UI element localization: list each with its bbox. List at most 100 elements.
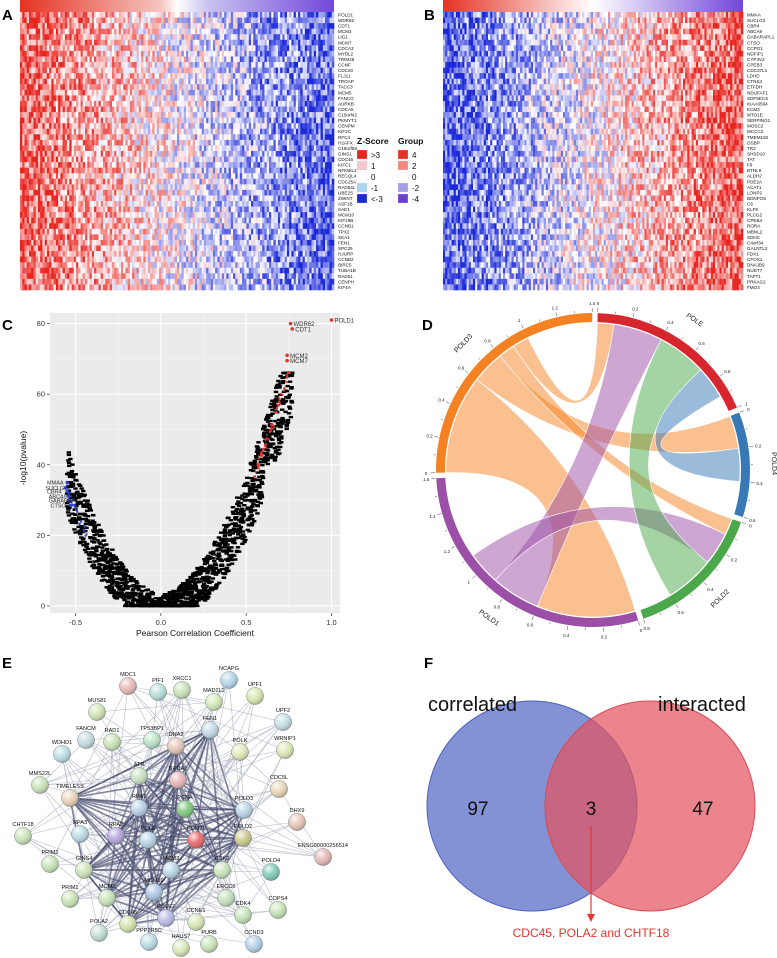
heatmap-cell	[172, 34, 176, 41]
heatmap-cell	[289, 173, 292, 180]
heatmap-cell	[73, 89, 77, 96]
heatmap-cell	[242, 17, 245, 24]
heatmap-cell	[138, 100, 142, 107]
heatmap-cell	[129, 123, 133, 130]
heatmap-cell	[62, 100, 66, 107]
heatmap-cell	[40, 201, 43, 207]
heatmap-cell	[98, 206, 102, 213]
heatmap-cell	[60, 195, 63, 202]
heatmap-cell	[233, 162, 236, 168]
heatmap-cell	[82, 151, 86, 157]
heatmap-cell	[33, 28, 36, 35]
heatmap-cell	[114, 84, 117, 91]
heatmap-cell	[271, 128, 274, 135]
heatmap-cell	[118, 151, 122, 157]
heatmap-cell	[80, 178, 84, 185]
heatmap-cell	[284, 34, 288, 41]
heatmap-cell	[228, 39, 232, 46]
heatmap-cell	[71, 89, 75, 96]
heatmap-cell	[87, 139, 90, 146]
heatmap-cell	[318, 23, 321, 29]
heatmap-cell	[226, 201, 229, 207]
heatmap-cell	[215, 178, 218, 185]
heatmap-cell	[318, 12, 321, 18]
heatmap-cell	[73, 56, 77, 63]
heatmap-cell	[212, 62, 216, 68]
heatmap-cell	[185, 117, 189, 124]
heatmap-cell	[118, 100, 122, 107]
heatmap-cell	[51, 128, 54, 135]
heatmap-cell	[165, 95, 169, 102]
heatmap-cell	[33, 189, 36, 196]
heatmap-cell	[298, 139, 301, 146]
heatmap-cell	[215, 56, 218, 63]
heatmap-cell	[251, 50, 254, 57]
heatmap-cell	[62, 162, 66, 168]
heatmap-cell	[322, 100, 326, 107]
heatmap-cell	[136, 12, 140, 18]
heatmap-cell	[60, 156, 63, 163]
heatmap-cell	[67, 167, 70, 174]
heatmap-cell	[40, 134, 43, 141]
heatmap-cell	[201, 100, 205, 107]
heatmap-cell	[217, 62, 220, 68]
heatmap-cell	[71, 67, 75, 74]
heatmap-cell	[226, 62, 229, 68]
heatmap-cell	[197, 156, 200, 163]
heatmap-cell	[201, 112, 205, 118]
heatmap-cell	[190, 156, 193, 163]
heatmap-cell	[35, 151, 39, 157]
heatmap-cell	[197, 45, 200, 52]
heatmap-cell	[129, 173, 133, 180]
heatmap-cell	[46, 95, 50, 102]
heatmap-cell	[163, 151, 167, 157]
heatmap-cell	[203, 117, 207, 124]
heatmap-cell	[331, 62, 335, 68]
heatmap-cell	[208, 17, 211, 24]
heatmap-cell	[327, 162, 330, 168]
heatmap-cell	[302, 128, 306, 135]
heatmap-cell	[89, 78, 93, 85]
heatmap-cell	[69, 56, 72, 63]
heatmap-cell	[327, 117, 330, 124]
heatmap-cell	[82, 184, 86, 191]
heatmap-cell	[262, 62, 265, 68]
heatmap-cell	[89, 45, 93, 52]
heatmap-cell	[129, 89, 133, 96]
heatmap-cell	[116, 112, 119, 118]
heatmap-cell	[217, 56, 220, 63]
heatmap-cell	[145, 39, 149, 46]
heatmap-cell	[226, 189, 229, 196]
heatmap-cell	[20, 195, 23, 202]
heatmap-cell	[118, 139, 122, 146]
heatmap-cell	[55, 62, 59, 68]
heatmap-cell	[199, 23, 202, 29]
heatmap-cell	[280, 45, 283, 52]
heatmap-cell	[96, 117, 99, 124]
heatmap-cell	[152, 195, 155, 202]
heatmap-cell	[44, 189, 48, 196]
heatmap-cell	[235, 112, 238, 118]
heatmap-cell	[271, 195, 274, 202]
heatmap-cell	[123, 184, 126, 191]
heatmap-cell	[179, 56, 182, 63]
heatmap-cell	[28, 50, 32, 57]
heatmap-cell	[177, 17, 180, 24]
heatmap-cell	[114, 167, 117, 174]
heatmap-cell	[190, 167, 193, 174]
heatmap-cell	[320, 45, 324, 52]
heatmap-cell	[201, 84, 205, 91]
heatmap-cell	[44, 206, 48, 213]
heatmap-cell	[327, 151, 330, 157]
heatmap-cell	[311, 34, 315, 41]
heatmap-cell	[136, 39, 140, 46]
heatmap-cell	[304, 195, 308, 202]
heatmap-cell	[322, 117, 326, 124]
heatmap-cell	[165, 134, 169, 141]
heatmap-cell	[46, 106, 50, 113]
heatmap-cell	[80, 112, 84, 118]
heatmap-cell	[309, 156, 312, 163]
heatmap-cell	[125, 151, 128, 157]
heatmap-cell	[60, 23, 63, 29]
heatmap-cell	[322, 112, 326, 118]
